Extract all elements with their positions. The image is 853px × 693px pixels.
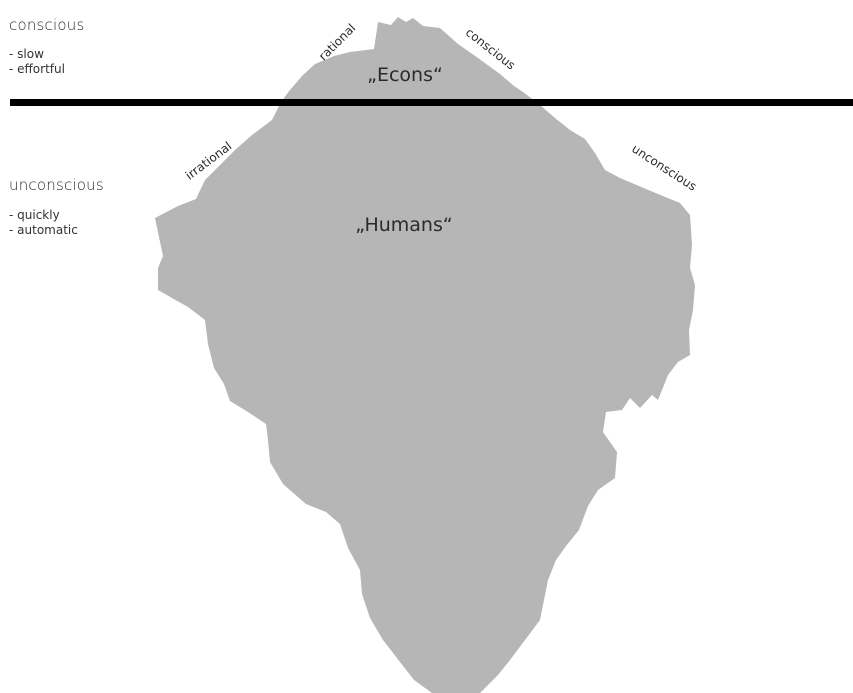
econs-label: „Econs“ (367, 64, 443, 86)
unconscious-tag: unconscious (629, 142, 699, 194)
humans-label: „Humans“ (355, 214, 452, 236)
trait-slow: slow (9, 47, 65, 62)
unconscious-traits-list: quickly automatic (9, 208, 78, 238)
trait-effortful: effortful (9, 62, 65, 77)
trait-quickly: quickly (9, 208, 78, 223)
iceberg-shape (155, 17, 695, 693)
trait-automatic: automatic (9, 223, 78, 238)
conscious-heading: conscious (9, 16, 84, 34)
unconscious-heading: unconscious (9, 176, 104, 194)
conscious-traits-list: slow effortful (9, 47, 65, 77)
